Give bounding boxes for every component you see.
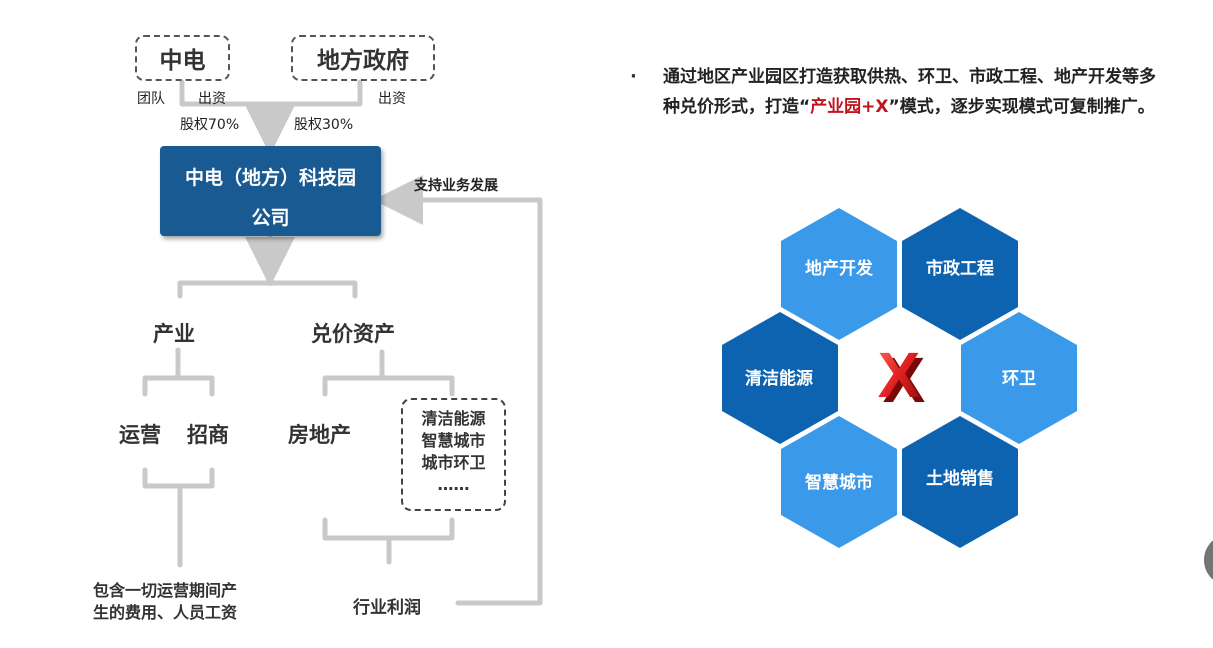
other-item: 清洁能源 [421, 409, 486, 428]
hex-top-left [781, 208, 897, 340]
bullet-marker: · [630, 66, 637, 87]
industry-label: 产业 [153, 322, 195, 346]
assets-label: 兑价资产 [311, 322, 395, 346]
company-name-line2: 公司 [251, 207, 290, 229]
hex-label-bot-right: 土地销售 [926, 468, 994, 488]
party-cpi-box: 中电 [135, 35, 230, 81]
hex-top-right [902, 208, 1018, 340]
bullet-text: 通过地区产业园区打造获取供热、环卫、市政工程、地产开发等多种兑价形式，打造“产业… [663, 62, 1163, 122]
costs-note: 包含一切运营期间产 生的费用、人员工资 [93, 580, 237, 624]
share1-label: 股权70% [180, 117, 240, 133]
other-item: …… [437, 475, 470, 494]
bullet-highlight: 产业园+X [810, 97, 889, 117]
profit-label: 行业利润 [353, 598, 421, 618]
costs-line1: 包含一切运营期间产 [93, 581, 238, 600]
party-government-box: 地方政府 [291, 35, 435, 81]
realestate-label: 房地产 [288, 423, 351, 447]
hex-mid-right [961, 312, 1077, 444]
company-name-line1: 中电（地方）科技园 [184, 167, 356, 189]
costs-line2: 生的费用、人员工资 [93, 603, 238, 622]
party-government-label: 地方政府 [317, 48, 409, 74]
other-assets-box: 清洁能源 智慧城市 城市环卫 …… [401, 398, 506, 511]
other-item: 智慧城市 [421, 431, 486, 450]
hex-label-top-right: 市政工程 [926, 258, 994, 278]
hex-label-bot-left: 智慧城市 [805, 472, 873, 492]
hex-label-top-left: 地产开发 [805, 258, 874, 278]
fund1-label: 出资 [198, 91, 226, 107]
investment-label: 招商 [187, 423, 229, 447]
hex-label-mid-right: 环卫 [1002, 369, 1036, 388]
hex-bot-left [781, 416, 897, 548]
center-x-letter: X [878, 339, 921, 411]
center-x-icon: X X [878, 339, 926, 416]
hex-bot-right [902, 416, 1018, 548]
share2-label: 股权30% [294, 117, 354, 133]
support-label: 支持业务发展 [414, 178, 498, 194]
operations-label: 运营 [119, 423, 161, 447]
bullet-text-a: 通过地区产业园区打造获取供热、环卫、市政工程、地产开发等多种兑价形式，打造“ [663, 67, 1156, 117]
fund2-label: 出资 [378, 91, 406, 107]
hex-label-mid-left: 清洁能源 [745, 368, 813, 388]
hex-mid-left [722, 312, 838, 444]
company-box: 中电（地方）科技园 公司 [160, 146, 381, 236]
page-nav-circle[interactable] [1204, 534, 1213, 586]
center-x-shadow: X [883, 344, 926, 416]
party-cpi-label: 中电 [159, 48, 206, 74]
other-item: 城市环卫 [421, 453, 486, 472]
team-label: 团队 [137, 91, 165, 107]
bullet-text-b: ”模式，逐步实现模式可复制推广。 [888, 97, 1155, 117]
